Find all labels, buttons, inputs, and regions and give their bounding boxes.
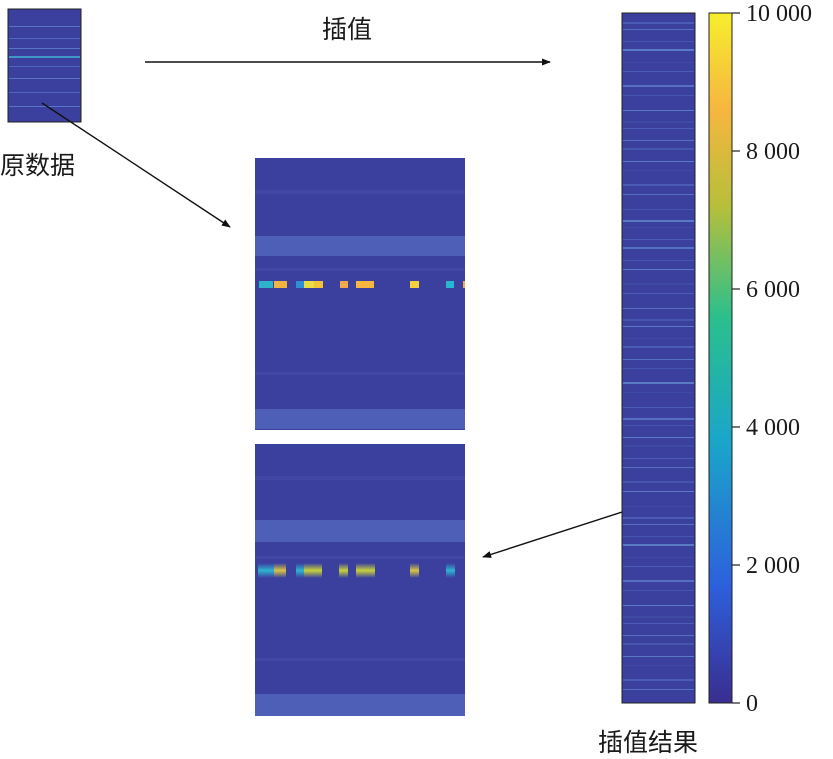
result-stripe xyxy=(623,368,694,369)
result-stripe xyxy=(623,260,694,261)
result-stripe xyxy=(623,29,694,30)
result-stripe xyxy=(623,580,694,582)
original-data-label: 原数据 xyxy=(0,151,75,180)
spot-row-original xyxy=(259,281,465,288)
result-stripe xyxy=(623,49,694,51)
zoom-panel-original xyxy=(255,158,465,430)
colorbar-tick-label: 0 xyxy=(746,691,758,717)
result-stripe xyxy=(623,590,694,591)
result-stripe xyxy=(623,524,694,525)
colorbar-tick-label: 8 000 xyxy=(746,139,800,165)
result-stripe xyxy=(623,128,694,129)
result-stripe xyxy=(623,407,694,408)
result-stripe xyxy=(623,536,694,537)
result-stripe xyxy=(623,239,694,240)
result-stripe xyxy=(623,71,694,72)
interpolation-arrow-label: 插值 xyxy=(322,15,372,44)
result-stripe xyxy=(623,269,694,270)
result-stripe xyxy=(623,283,694,285)
result-stripe xyxy=(623,467,694,468)
interpolated-result-image xyxy=(621,12,696,704)
result-stripe xyxy=(623,22,694,24)
result-stripe xyxy=(623,491,694,492)
result-stripe xyxy=(623,392,694,393)
result-stripe xyxy=(623,110,694,111)
spot-row-interpolated xyxy=(258,563,455,578)
result-stripe xyxy=(623,41,694,42)
result-stripe xyxy=(623,656,694,657)
colorbar: 0 2 000 4 000 6 000 8 000 10 000 xyxy=(708,1,812,717)
result-stripe xyxy=(623,605,694,606)
result-stripe xyxy=(623,566,694,567)
result-stripe xyxy=(623,359,694,360)
result-stripe xyxy=(623,445,694,447)
result-stripe xyxy=(623,689,694,690)
result-stripe xyxy=(623,85,694,87)
result-stripe xyxy=(623,194,694,195)
zoom-arrow-original xyxy=(41,102,231,228)
result-stripe xyxy=(623,382,694,384)
result-stripe xyxy=(623,326,694,327)
result-stripe xyxy=(623,458,694,459)
result-stripe xyxy=(623,643,694,645)
result-stripe xyxy=(623,517,694,519)
result-stripe xyxy=(623,635,694,636)
result-stripe xyxy=(623,544,694,546)
result-stripe xyxy=(623,293,694,294)
result-stripe xyxy=(623,437,694,438)
result-stripe xyxy=(623,148,694,150)
result-stripe xyxy=(623,506,694,507)
result-stripe xyxy=(623,62,694,63)
result-stripe xyxy=(623,220,694,222)
result-stripe xyxy=(623,247,694,249)
colorbar-tick-label: 10 000 xyxy=(746,1,812,27)
result-stripe xyxy=(623,140,694,141)
result-stripe xyxy=(623,227,694,228)
result-stripe xyxy=(623,308,694,309)
result-stripe xyxy=(623,679,694,681)
result-stripe xyxy=(623,319,694,321)
result-stripe xyxy=(623,616,694,618)
result-stripe xyxy=(623,161,694,162)
colorbar-tick-label: 2 000 xyxy=(746,553,800,579)
result-stripe xyxy=(623,623,694,624)
result-stripe xyxy=(623,418,694,420)
result-stripe xyxy=(623,665,694,666)
colorbar-tick-label: 6 000 xyxy=(746,277,800,303)
zoom-panel-interpolated xyxy=(255,444,465,716)
result-stripe xyxy=(623,121,694,123)
interpolated-result-label: 插值结果 xyxy=(598,728,698,757)
result-stripe xyxy=(623,425,694,426)
result-stripe xyxy=(623,209,694,210)
result-stripe xyxy=(623,184,694,186)
result-stripe xyxy=(623,338,694,339)
result-stripe xyxy=(623,346,694,348)
colorbar-gradient xyxy=(708,12,733,704)
colorbar-tick-label: 4 000 xyxy=(746,415,800,441)
result-stripe xyxy=(623,481,694,483)
result-stripe xyxy=(623,557,694,558)
result-stripe xyxy=(623,170,694,171)
result-stripe xyxy=(623,95,694,96)
original-data-thumbnail xyxy=(7,8,82,123)
